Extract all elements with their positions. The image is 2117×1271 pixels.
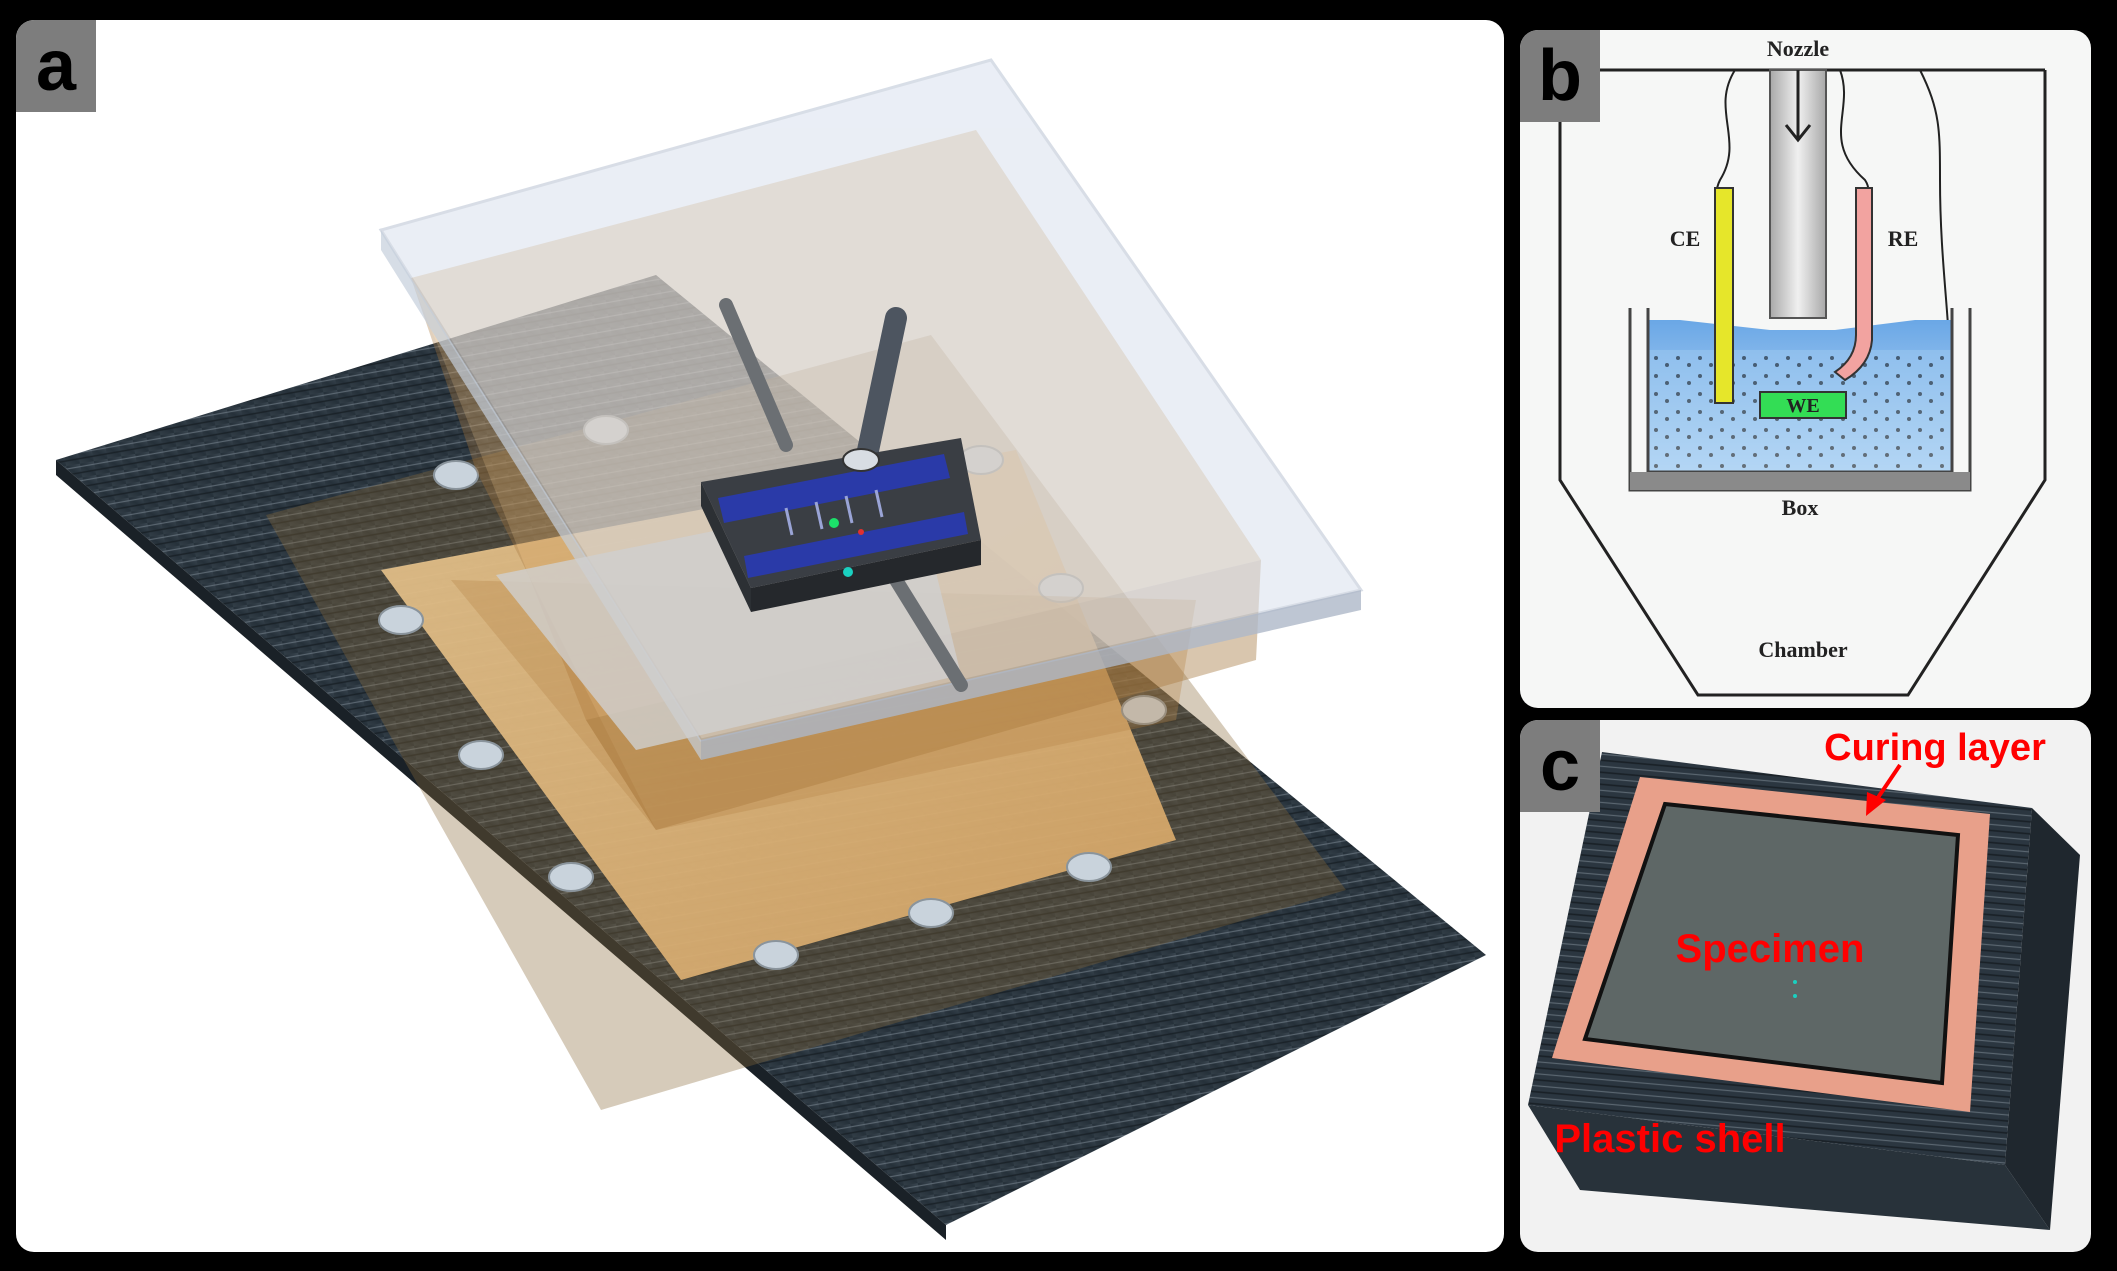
curing-layer-arrow: [1866, 792, 1886, 816]
label-plastic-shell: Plastic shell: [1554, 1117, 1785, 1161]
plastic-shell-side: [2005, 808, 2080, 1230]
blue-clamp-bar: [744, 512, 968, 578]
support-post: [378, 605, 424, 635]
panel-a: a: [16, 20, 1504, 1252]
ce-electrode: [1714, 187, 1734, 404]
label-box: Box: [1782, 495, 1819, 520]
chamber-outline: [1558, 70, 2047, 697]
panel-a-letter: a: [36, 26, 77, 106]
panel-c: Curing layer Specimen Plastic shell c: [1520, 720, 2091, 1252]
back-rod: [719, 298, 793, 452]
panel-c-letter: c: [1540, 726, 1580, 806]
label-we: WE: [1786, 395, 1819, 417]
green-dot: [829, 518, 839, 528]
support-post: [548, 862, 594, 892]
label-ce: CE: [1670, 226, 1701, 251]
support-post: [458, 740, 504, 770]
blue-clamp-bar: [718, 454, 950, 523]
cyan-dot: [843, 567, 853, 577]
front-rod: [889, 573, 968, 692]
support-post: [433, 460, 479, 490]
label-curing-layer: Curing layer: [1824, 727, 2046, 769]
label-nozzle: Nozzle: [1767, 36, 1830, 61]
we-electrode: [1759, 391, 1847, 419]
re-electrode: [1833, 187, 1873, 382]
clamp-assembly: [701, 438, 981, 612]
support-post: [1121, 695, 1167, 725]
red-dot: [858, 529, 864, 535]
label-chamber: Chamber: [1758, 637, 1847, 662]
label-re: RE: [1888, 226, 1919, 251]
panel-b: Nozzle CE RE WE Box Chamber b: [1520, 30, 2091, 708]
support-post: [753, 940, 799, 970]
support-post: [1066, 852, 1112, 882]
panel-a-illustration: a: [16, 20, 1486, 1240]
support-post: [908, 898, 954, 928]
rods: [719, 298, 968, 692]
specimen: [1582, 801, 1961, 1086]
nozzle-rod: [855, 307, 907, 471]
electrochemical-cell-diagram: Nozzle CE RE WE Box Chamber b: [1520, 30, 2047, 697]
panel-b-letter: b: [1538, 36, 1582, 116]
label-specimen: Specimen: [1676, 927, 1865, 971]
specimen-model-illustration: Curing layer Specimen Plastic shell c: [1520, 720, 2080, 1230]
